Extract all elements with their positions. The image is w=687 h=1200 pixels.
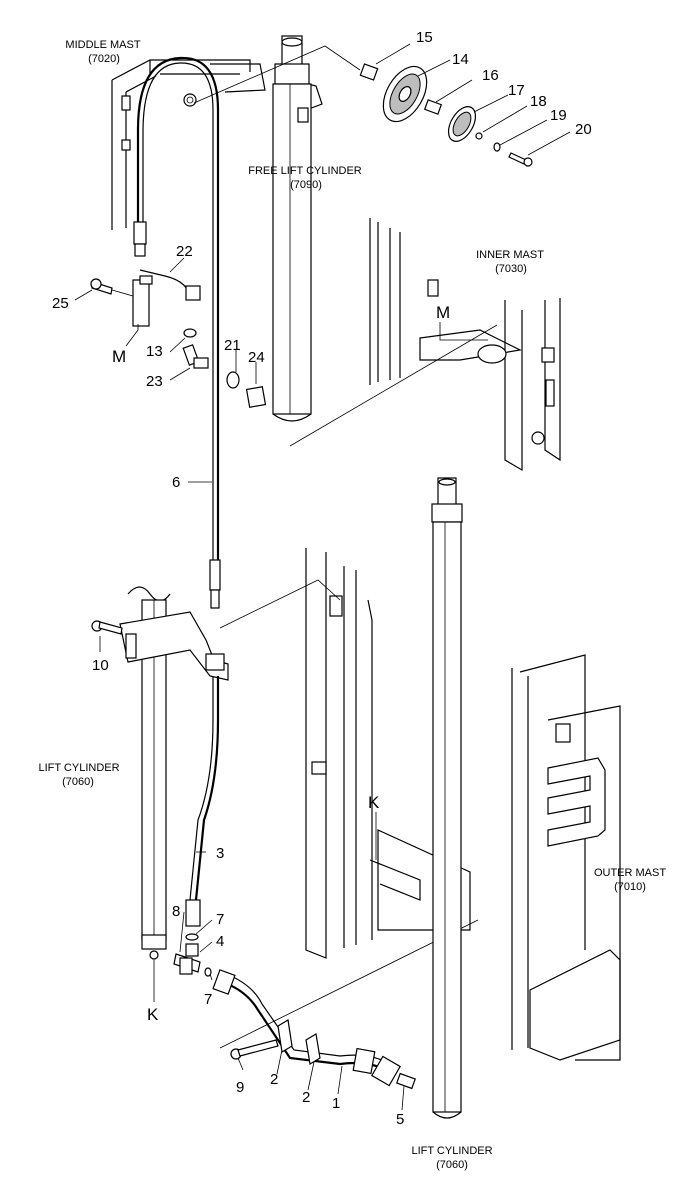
lift-cylinder-bottom-name: LIFT CYLINDER (411, 1145, 492, 1157)
part-14: 14 (452, 51, 469, 68)
free-lift-cylinder-code: (7090) (290, 179, 322, 191)
middle-mast-code: (7020) (88, 53, 120, 65)
part-24: 24 (248, 349, 265, 366)
inner-mast (289, 218, 561, 472)
part-7-lower: 7 (204, 991, 212, 1008)
middle-mast (111, 59, 323, 230)
part-25: 25 (52, 295, 69, 312)
leader-lines (74, 43, 571, 1111)
part-20: 20 (575, 121, 592, 138)
part-7-upper: 7 (216, 911, 224, 928)
outer-mast (219, 548, 621, 1061)
part-10: 10 (92, 657, 109, 674)
part-4: 4 (216, 933, 224, 950)
mark-m-left: M (112, 347, 126, 366)
inner-mast-name: INNER MAST (476, 249, 544, 261)
part-17: 17 (508, 82, 525, 99)
part-3: 3 (216, 845, 224, 862)
part-13: 13 (146, 343, 163, 360)
sheave-assembly (359, 63, 533, 167)
part-21: 21 (224, 337, 241, 354)
lift-cylinder-left-name: LIFT CYLINDER (38, 762, 119, 774)
part-22: 22 (176, 243, 193, 260)
part-15: 15 (416, 29, 433, 46)
mark-k-outer: K (368, 793, 380, 812)
part-1: 1 (332, 1095, 340, 1112)
lift-cylinder-right (431, 477, 463, 1119)
outer-mast-code: (7010) (614, 881, 646, 893)
part-19: 19 (550, 107, 567, 124)
part-8: 8 (172, 903, 180, 920)
part-16: 16 (482, 67, 499, 84)
part-2-left: 2 (270, 1071, 278, 1088)
hose-3 (185, 676, 220, 927)
bracket (91, 611, 229, 681)
outer-mast-name: OUTER MAST (594, 867, 666, 879)
part-5: 5 (396, 1111, 404, 1128)
hose-1 (212, 969, 416, 1090)
part-18: 18 (530, 93, 547, 110)
part-23: 23 (146, 373, 163, 390)
fittings-upper (90, 269, 267, 408)
part-2-right: 2 (302, 1089, 310, 1106)
mark-m-inner: M (436, 303, 450, 322)
part-6: 6 (172, 474, 180, 491)
lift-cylinder-left-code: (7060) (62, 776, 94, 788)
hose-6 (133, 56, 221, 609)
middle-mast-name: MIDDLE MAST (65, 39, 140, 51)
inner-mast-code: (7030) (495, 263, 527, 275)
fittings-lower (173, 933, 212, 977)
lift-cylinder-bottom-code: (7060) (436, 1159, 468, 1171)
part-9: 9 (236, 1079, 244, 1096)
free-lift-cylinder (272, 35, 312, 422)
free-lift-cylinder-name: FREE LIFT CYLINDER (248, 165, 362, 177)
mark-k-left: K (147, 1005, 159, 1024)
